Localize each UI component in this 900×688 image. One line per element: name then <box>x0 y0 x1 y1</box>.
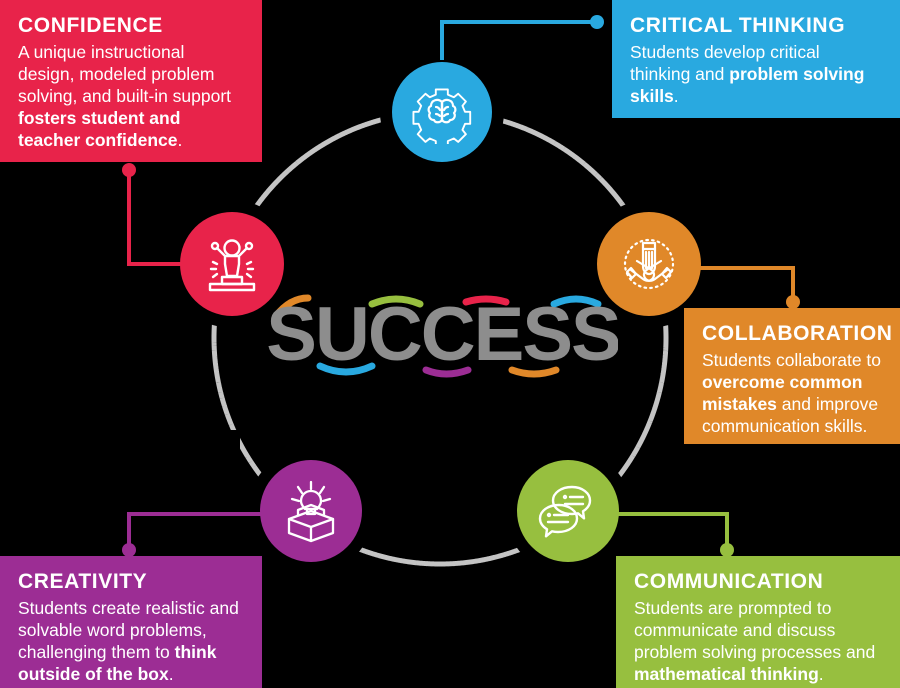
brain-gear-icon <box>412 88 472 144</box>
trophy-winner-icon <box>208 239 256 292</box>
text-plain: Students develop critical thinking and <box>630 41 820 84</box>
success-text: SUCCESS <box>268 292 618 377</box>
connector-confidence <box>122 163 182 266</box>
connector-creativity <box>122 512 262 557</box>
text-plain: A unique instructional design, modeled p… <box>18 41 232 106</box>
callout-collaboration-title: COLLABORATION <box>702 322 893 345</box>
node-communication[interactable] <box>517 460 619 562</box>
lightbulb-box-icon <box>287 480 335 543</box>
callout-confidence-title: CONFIDENCE <box>18 14 163 37</box>
text-plain-end: and improve communication skills. <box>702 393 879 436</box>
callout-collaboration: COLLABORATION Students collaborate to ov… <box>684 308 900 444</box>
text-bold: think outside of the box <box>18 641 217 684</box>
text-plain-end: . <box>168 663 174 684</box>
callout-confidence-body: A unique instructional design, modeled p… <box>18 41 244 151</box>
node-creativity[interactable] <box>260 460 362 562</box>
callout-critical-thinking-body: Students develop critical thinking and p… <box>630 41 882 107</box>
callout-critical-thinking: CRITICAL THINKING Students develop criti… <box>612 0 900 118</box>
node-critical-thinking[interactable] <box>392 62 492 162</box>
callout-collaboration-body: Students collaborate to overcome common … <box>702 349 882 437</box>
text-plain: Students create realistic and solvable w… <box>18 597 239 662</box>
callout-critical-thinking-title: CRITICAL THINKING <box>630 14 846 37</box>
node-collaboration[interactable] <box>597 212 701 316</box>
text-plain-end: . <box>177 129 183 150</box>
connector-communication <box>618 512 734 557</box>
callout-communication: COMMUNICATION Students are prompted to c… <box>616 556 900 688</box>
callout-communication-body: Students are prompted to communicate and… <box>634 597 882 685</box>
node-confidence[interactable] <box>180 212 284 316</box>
text-bold: problem solving skills <box>630 63 865 106</box>
speech-bubbles-icon <box>538 485 592 538</box>
callout-creativity: CREATIVITY Students create realistic and… <box>0 556 262 688</box>
callout-confidence: CONFIDENCE A unique instructional design… <box>0 0 262 162</box>
connector-collaboration <box>700 266 800 309</box>
callout-creativity-title: CREATIVITY <box>18 570 148 593</box>
callout-creativity-body: Students create realistic and solvable w… <box>18 597 244 685</box>
text-bold: overcome common mistakes <box>702 371 863 414</box>
callout-communication-title: COMMUNICATION <box>634 570 824 593</box>
text-plain-end: . <box>818 663 824 684</box>
success-wordmark: SUCCESS <box>268 288 618 378</box>
connector-critical-thinking <box>440 15 604 60</box>
joined-hands-icon <box>623 238 675 290</box>
text-bold: fosters student and teacher confidence <box>18 107 181 150</box>
text-plain-end: . <box>673 85 679 106</box>
text-plain: Students collaborate to <box>702 349 882 370</box>
text-plain: Students are prompted to communicate and… <box>634 597 876 662</box>
text-bold: mathematical thinking <box>634 663 819 684</box>
